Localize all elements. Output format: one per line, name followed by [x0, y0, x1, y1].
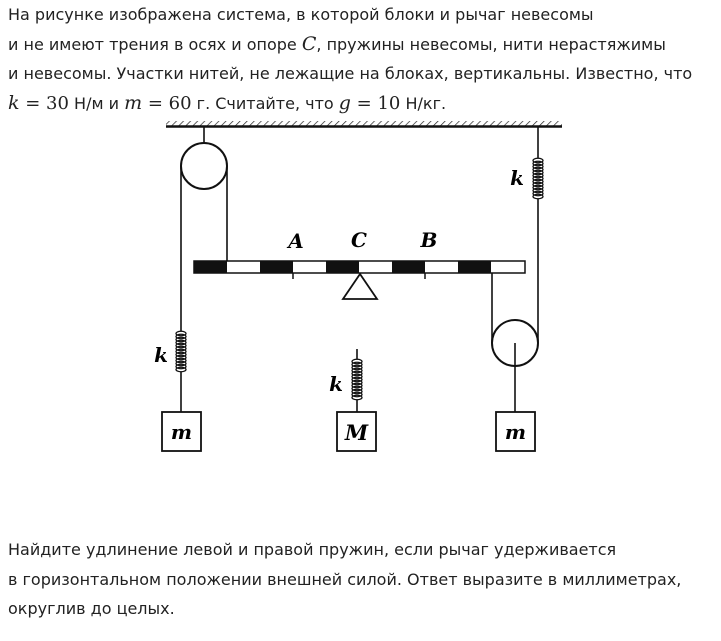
g-unit: Н/кг. [400, 93, 447, 113]
ceiling [166, 121, 562, 128]
mass-right: m [495, 411, 536, 452]
question-statement: Найдите удлинение левой и правой пружин,… [8, 535, 681, 624]
center-spring-coil [351, 358, 363, 401]
label-b: B [420, 228, 438, 252]
symbol-g: g [338, 91, 351, 114]
problem-line-2-text-a: и не имеют трения в осях и опоре [8, 34, 302, 54]
problem-statement: На рисунке изображена система, в которой… [8, 0, 692, 118]
left-spring-coil [175, 330, 187, 373]
label-a: A [286, 229, 304, 253]
ceiling-hatching [166, 121, 562, 126]
left-pulley-wheel [180, 142, 228, 190]
equals-sign-2: = [142, 92, 169, 114]
mass-center-box [336, 411, 377, 452]
lever-segment-dark [194, 261, 227, 273]
problem-line-2: и не имеют трения в осях и опоре C, пруж… [8, 30, 692, 60]
equals-sign-3: = [350, 92, 378, 114]
mass-center: M [336, 411, 377, 452]
left-spring-label: k [154, 343, 168, 367]
symbol-m: m [124, 91, 143, 114]
equals-sign-1: = [19, 92, 47, 114]
mass-left-label: m [171, 420, 192, 444]
center-spring-label: k [329, 372, 343, 396]
g-value: 10 [377, 92, 401, 114]
right-pulley [491, 319, 539, 412]
lever-segment-dark [458, 261, 491, 273]
right-spring [532, 157, 544, 200]
mass-left-box [161, 411, 202, 452]
left-pulley [180, 127, 228, 190]
m-unit: г. Считайте, что [191, 93, 339, 113]
lever-segment-dark [392, 261, 425, 273]
pivot-symbol-c: C [301, 32, 317, 55]
right-spring-label: k [510, 166, 524, 190]
problem-line-4: k = 30 Н/м и m = 60 г. Считайте, что g =… [8, 89, 692, 119]
right-spring-coil [532, 157, 544, 200]
lever [193, 260, 526, 279]
symbol-k: k [8, 91, 20, 114]
question-line-3: округлив до целых. [8, 599, 175, 618]
k-value: 30 [46, 92, 69, 114]
mass-left: m [161, 411, 202, 452]
mass-center-label: M [344, 420, 369, 445]
m-value: 60 [168, 92, 192, 114]
pivot-support [341, 272, 379, 300]
label-c: C [351, 228, 367, 252]
mass-right-label: m [505, 420, 526, 444]
question-line-2: в горизонтальном положении внешней силой… [8, 569, 682, 589]
left-spring [175, 330, 187, 373]
lever-segment-dark [260, 261, 293, 273]
problem-line-2-text-b: , пружины невесомы, нити нерастяжимы [316, 34, 666, 54]
question-line-1: Найдите удлинение левой и правой пружин,… [8, 540, 617, 559]
lever-segment-dark [326, 261, 359, 273]
center-spring [351, 358, 363, 401]
problem-line-1: На рисунке изображена система, в которой… [8, 5, 594, 24]
problem-line-3: и невесомы. Участки нитей, не лежащие на… [8, 64, 693, 83]
mass-right-box [495, 411, 536, 452]
k-unit: Н/м и [68, 93, 125, 113]
